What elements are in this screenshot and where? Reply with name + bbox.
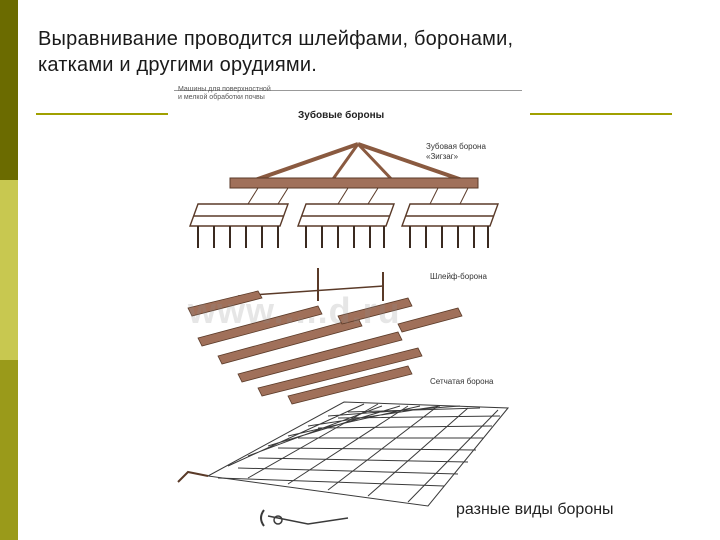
harrows-illustration: Машины для поверхностной и мелкой обрабо… xyxy=(168,86,528,540)
title-rule-right xyxy=(530,113,672,115)
label-zigzag-line-1: Зубовая борона xyxy=(426,142,486,151)
figure-header-line-2: и мелкой обработки почвы xyxy=(178,94,265,101)
slide-sidebar xyxy=(0,0,18,540)
label-zigzag-harrow: Зубовая борона «Зигзаг» xyxy=(426,142,516,162)
zigzag-harrow-drawing xyxy=(189,142,499,248)
mesh-harrow-drawing xyxy=(177,401,510,527)
shleif-harrow-drawing xyxy=(187,268,463,405)
label-mesh-harrow: Сетчатая борона xyxy=(430,377,494,386)
figure-top-line xyxy=(174,90,522,91)
harrow-drawing xyxy=(177,142,510,527)
figure-section-title: Зубовые бороны xyxy=(298,110,385,121)
sidebar-segment-dark xyxy=(0,0,18,180)
title-rule-left xyxy=(36,113,168,115)
label-zigzag-line-2: «Зигзаг» xyxy=(426,152,459,161)
figure-header-line-1: Машины для поверхностной xyxy=(178,86,271,93)
sidebar-segment-mid xyxy=(0,360,18,540)
figure-caption: разные виды бороны xyxy=(454,501,616,519)
figure-watermark: www.....d.ru xyxy=(188,290,401,331)
figure-header: Машины для поверхностной и мелкой обрабо… xyxy=(178,86,271,102)
sidebar-segment-light xyxy=(0,180,18,360)
slide-title-line-2: катками и другими орудиями. xyxy=(38,54,317,76)
label-shleif-harrow: Шлейф-борона xyxy=(430,272,487,281)
slide-title: Выравнивание проводится шлейфами, борона… xyxy=(38,26,678,78)
slide-title-line-1: Выравнивание проводится шлейфами, борона… xyxy=(38,28,514,50)
